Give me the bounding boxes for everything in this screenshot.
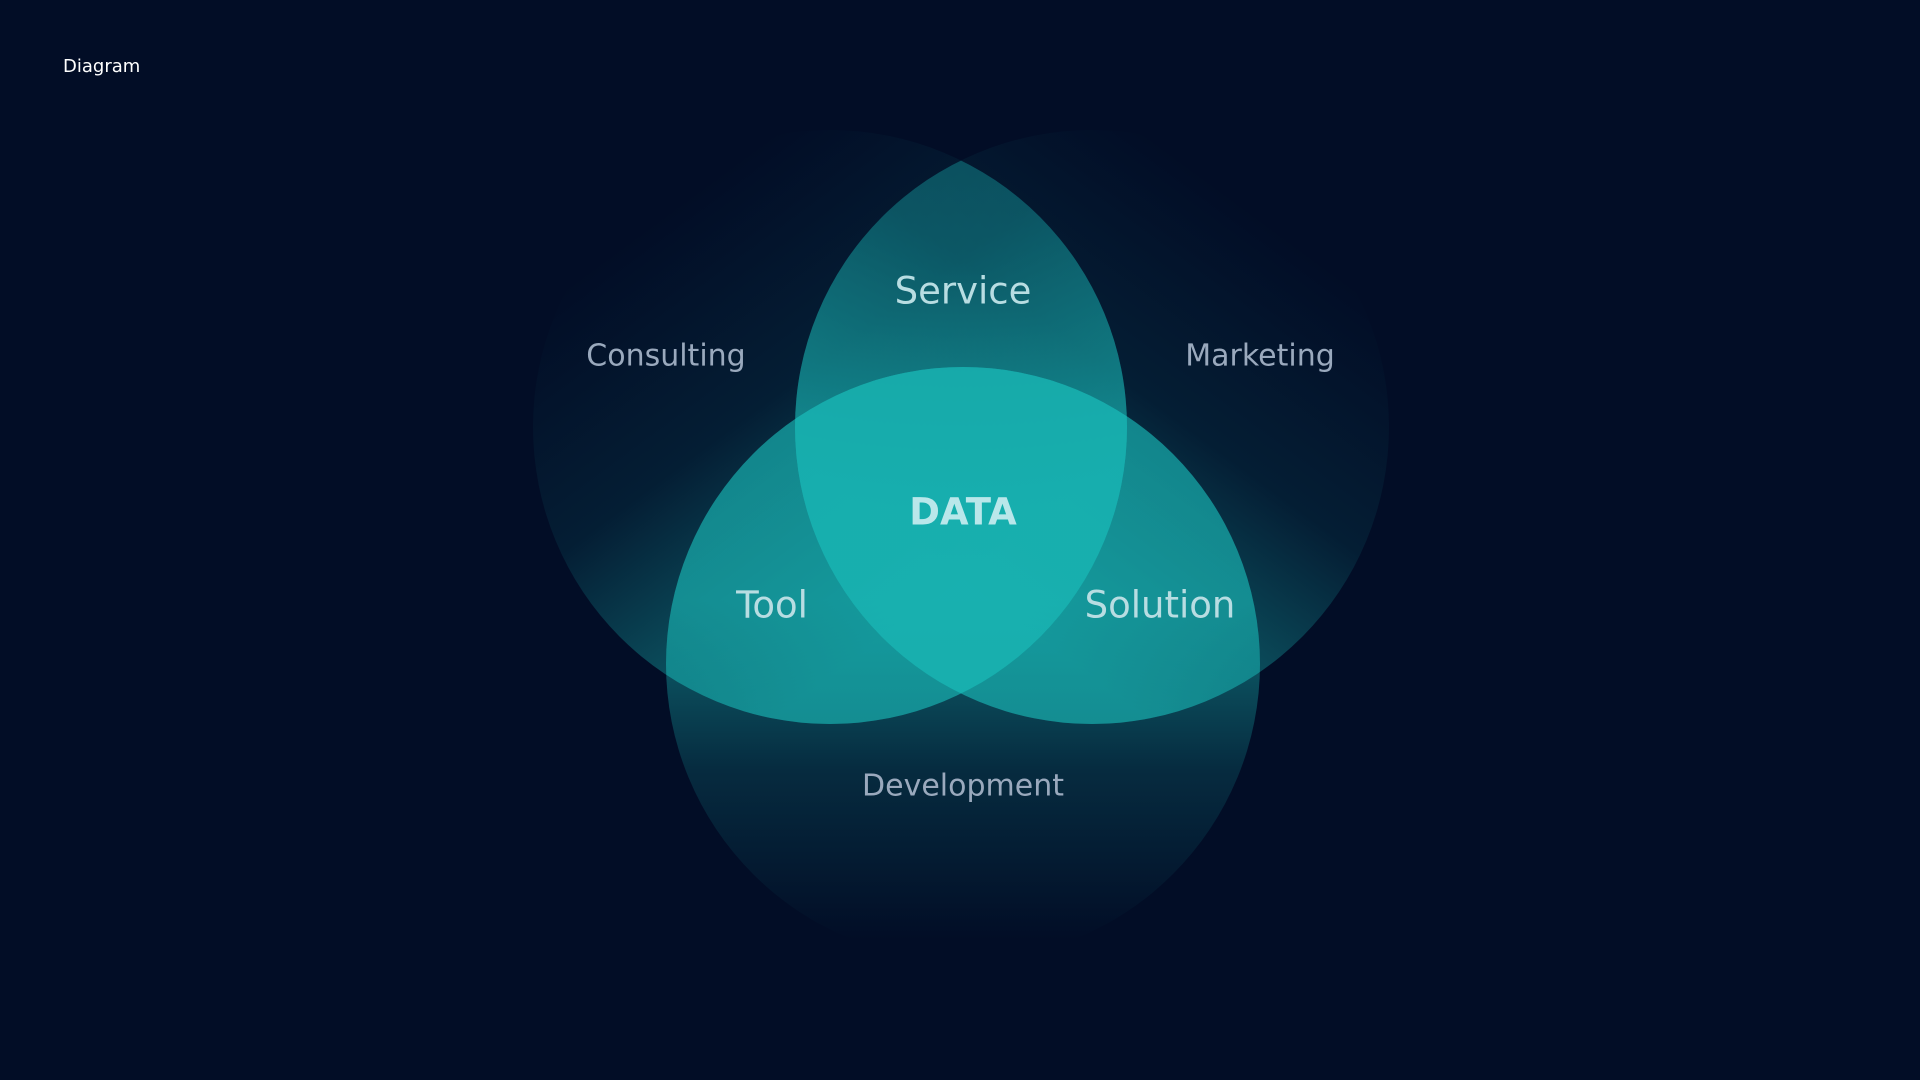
label-service: Service: [895, 270, 1032, 313]
center-region: [795, 367, 1127, 724]
label-development: Development: [862, 769, 1064, 804]
label-consulting: Consulting: [586, 339, 745, 374]
label-marketing: Marketing: [1185, 339, 1335, 374]
page-label: Diagram: [63, 56, 141, 77]
circle-development: [666, 367, 1260, 961]
label-solution: Solution: [1085, 584, 1236, 627]
label-data: DATA: [909, 491, 1017, 534]
overlap-solution: [795, 367, 1260, 724]
overlap-tool: [666, 367, 1127, 724]
overlap-service: [795, 130, 1127, 724]
label-tool: Tool: [735, 584, 808, 627]
